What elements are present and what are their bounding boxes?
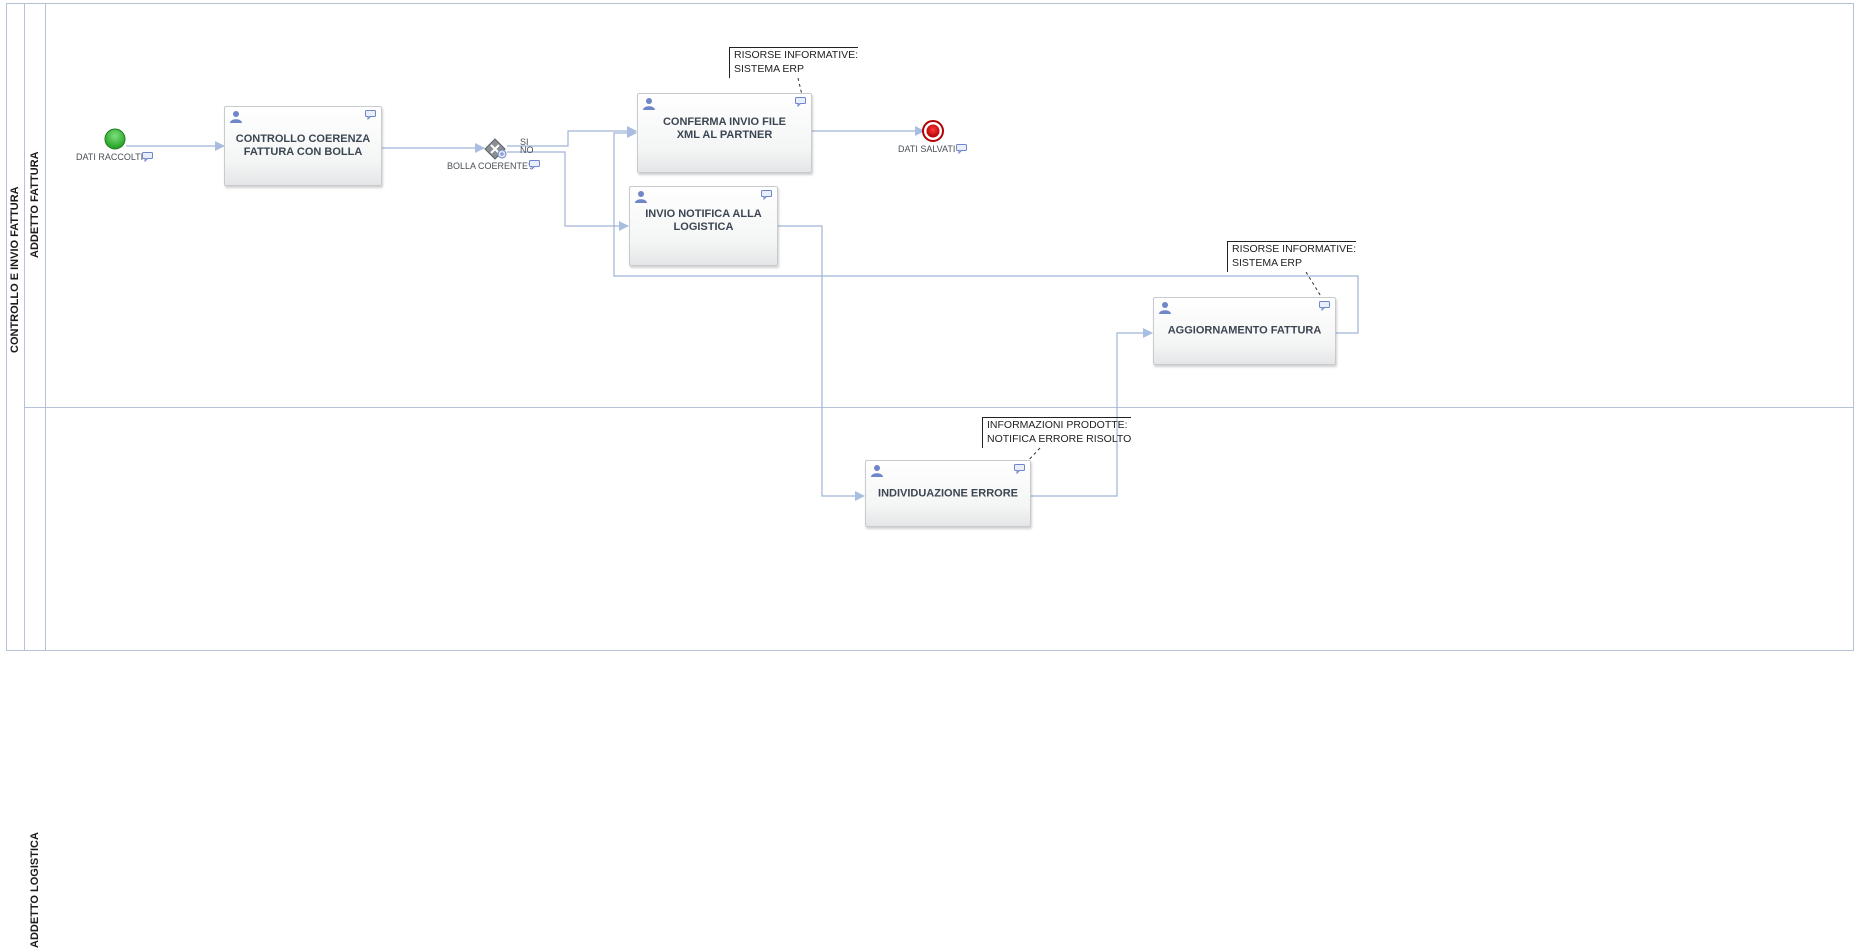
comment-icon[interactable]	[1319, 301, 1331, 311]
comment-icon[interactable]	[795, 97, 807, 107]
annotation-line-2: SISTEMA ERP	[1232, 257, 1303, 269]
task-controllo-coerenza[interactable]: CONTROLLO COERENZA FATTURA CON BOLLA	[224, 106, 382, 186]
task-conferma-invio[interactable]: CONFERMA INVIO FILE XML AL PARTNER	[637, 93, 812, 173]
gateway-branch-si: SI	[520, 137, 529, 147]
task-invio-notifica[interactable]: INVIO NOTIFICA ALLA LOGISTICA	[629, 186, 778, 266]
flow-individuazione-to-aggiornamento	[1031, 328, 1153, 497]
task-label: CONTROLLO COERENZA FATTURA CON BOLLA	[235, 133, 371, 158]
annotation-individuazione: INFORMAZIONI PRODOTTE: NOTIFICA ERRORE R…	[982, 417, 1132, 448]
comment-icon[interactable]	[761, 190, 773, 200]
start-event[interactable]	[104, 128, 128, 152]
lane-separator	[25, 407, 1854, 408]
annotation-line-2: SISTEMA ERP	[734, 63, 805, 75]
task-label: INVIO NOTIFICA ALLA LOGISTICA	[645, 208, 762, 233]
pool	[6, 3, 1854, 651]
user-icon	[635, 191, 647, 203]
task-aggiornamento-fattura[interactable]: AGGIORNAMENTO FATTURA	[1153, 297, 1336, 365]
task-label: AGGIORNAMENTO FATTURA	[1167, 324, 1322, 337]
task-label: CONFERMA INVIO FILE XML AL PARTNER	[662, 116, 787, 141]
annotation-conferma: RISORSE INFORMATIVE: SISTEMA ERP	[729, 47, 859, 78]
bpmn-diagram: CONTROLLO E INVIO FATTURA ADDETTO FATTUR…	[6, 3, 1854, 948]
comment-icon[interactable]	[956, 144, 968, 154]
end-event-label: DATI SALVATI	[898, 144, 956, 154]
annotation-line-1: RISORSE INFORMATIVE:	[1232, 243, 1357, 255]
comment-icon[interactable]	[142, 152, 154, 162]
start-event-label: DATI RACCOLTI	[76, 152, 144, 162]
pool-header: CONTROLLO E INVIO FATTURA	[6, 3, 25, 651]
gateway-label: BOLLA COERENTE?	[447, 161, 534, 171]
flow-notifica-to-individuazione	[778, 225, 865, 501]
gateway-branch-no: NO	[520, 145, 534, 155]
user-icon	[1159, 302, 1171, 314]
exclusive-gateway[interactable]	[484, 138, 510, 162]
annotation-aggiornamento: RISORSE INFORMATIVE: SISTEMA ERP	[1227, 241, 1357, 272]
annotation-line-1: INFORMAZIONI PRODOTTE:	[987, 419, 1128, 431]
lane-header-addetto-logistica: ADDETTO LOGISTICA	[25, 408, 46, 948]
user-icon	[230, 111, 242, 123]
comment-icon[interactable]	[365, 110, 377, 120]
annotation-link-aggiornamento	[1305, 271, 1323, 299]
lane-label-addetto-logistica: ADDETTO LOGISTICA	[29, 832, 41, 948]
comment-icon[interactable]	[529, 160, 541, 170]
annotation-link-conferma	[797, 77, 803, 96]
comment-icon[interactable]	[1014, 464, 1026, 474]
user-icon	[871, 465, 883, 477]
flow-gateway-no-to-notifica	[507, 151, 629, 231]
flow-aggiornamento-to-conferma	[613, 128, 1359, 334]
task-individuazione-errore[interactable]: INDIVIDUAZIONE ERRORE	[865, 460, 1031, 527]
sequence-flows	[126, 77, 1359, 501]
flow-gateway-si-to-conferma	[507, 126, 637, 147]
user-icon	[643, 98, 655, 110]
task-label: INDIVIDUAZIONE ERRORE	[878, 487, 1018, 499]
annotation-line-1: RISORSE INFORMATIVE:	[734, 49, 859, 61]
annotation-line-2: NOTIFICA ERRORE RISOLTO	[987, 433, 1132, 445]
lane-header-addetto-fattura: ADDETTO FATTURA	[25, 3, 46, 408]
end-event[interactable]	[922, 120, 946, 144]
